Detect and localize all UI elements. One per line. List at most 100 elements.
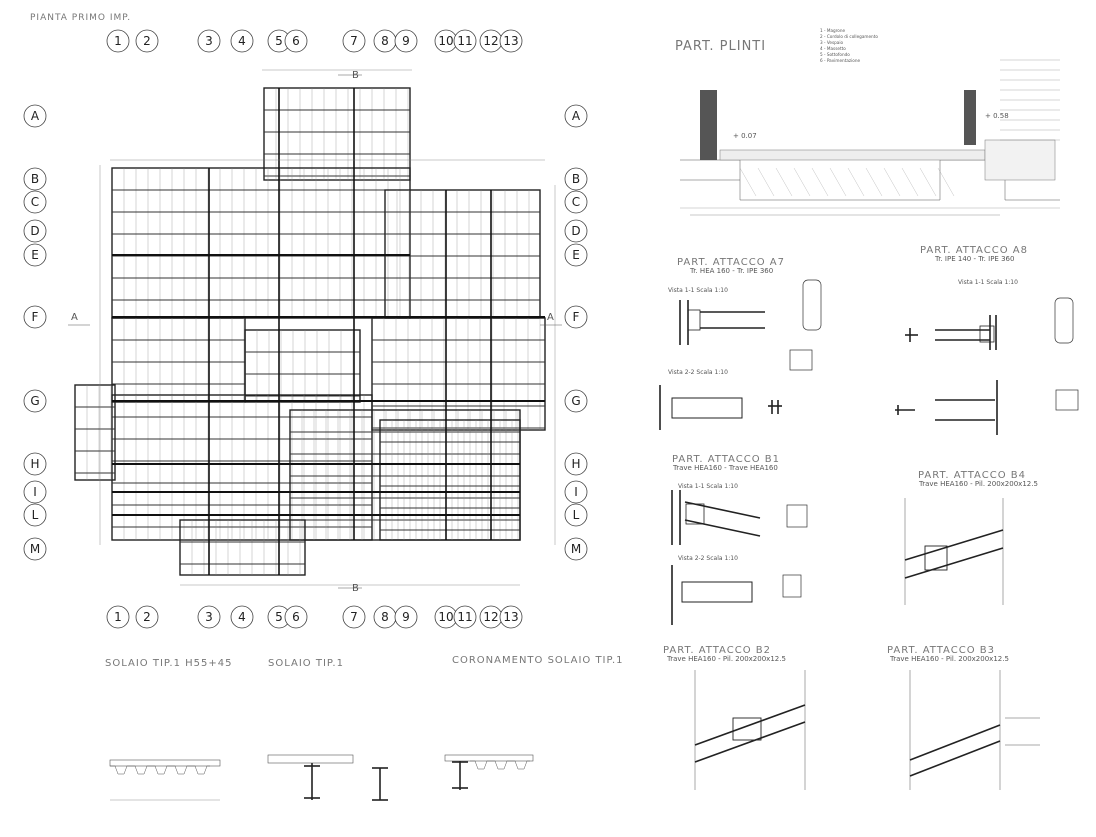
svg-text:SOLAIO TIP.1: SOLAIO TIP.1 xyxy=(268,658,344,669)
row-bubble-G: G xyxy=(564,389,588,413)
svg-text:4: 4 xyxy=(238,34,246,48)
column-bubble-2: 2 xyxy=(135,29,159,53)
column-bubble-9: 9 xyxy=(394,605,418,629)
svg-text:Vista 1-1 Scala 1:10: Vista 1-1 Scala 1:10 xyxy=(678,483,738,490)
svg-text:B: B xyxy=(352,583,359,594)
row-bubble-E: E xyxy=(23,243,47,267)
column-bubble-1: 1 xyxy=(106,605,130,629)
column-bubble-6: 6 xyxy=(284,29,308,53)
column-bubble-8: 8 xyxy=(373,605,397,629)
section-mark-a: A A xyxy=(68,312,562,326)
detail-attacco-b3: PART. ATTACCO B3 Trave HEA160 - Pil. 200… xyxy=(887,645,1040,790)
column-bubble-2: 2 xyxy=(135,605,159,629)
legend-item: 5 - Sottofondo xyxy=(820,52,850,57)
svg-text:B: B xyxy=(352,70,359,81)
column-bubble-1: 1 xyxy=(106,29,130,53)
floor-plan-framing xyxy=(74,69,556,586)
svg-text:5: 5 xyxy=(275,610,283,624)
svg-text:A: A xyxy=(31,109,40,123)
legend-item: 1 - Magrone xyxy=(820,28,846,33)
svg-text:B: B xyxy=(31,172,39,186)
svg-text:3: 3 xyxy=(205,610,213,624)
svg-text:12: 12 xyxy=(483,610,498,624)
svg-text:SOLAIO TIP.1 H55+45: SOLAIO TIP.1 H55+45 xyxy=(105,658,232,669)
legend-item: 6 - Pavimentazione xyxy=(820,58,860,63)
svg-text:PART. ATTACCO B1: PART. ATTACCO B1 xyxy=(672,454,780,465)
svg-text:Trave HEA160 - Pil. 200x200x12: Trave HEA160 - Pil. 200x200x12.5 xyxy=(666,655,786,663)
section-coronamento: CORONAMENTO SOLAIO TIP.1 xyxy=(444,655,624,790)
svg-text:C: C xyxy=(572,195,580,209)
legend-item: 4 - Massetto xyxy=(820,46,846,51)
row-bubble-D: D xyxy=(564,219,588,243)
detail-attacco-a7: PART. ATTACCO A7 Tr. HEA 160 - Tr. IPE 3… xyxy=(659,257,822,430)
row-bubble-E: E xyxy=(564,243,588,267)
column-bubble-11: 11 xyxy=(453,605,477,629)
column-bubble-3: 3 xyxy=(197,29,221,53)
column-bubble-12: 12 xyxy=(479,29,503,53)
row-bubble-F: F xyxy=(564,305,588,329)
svg-text:L: L xyxy=(573,508,580,522)
svg-text:Tr. HEA 160 - Tr. IPE 360: Tr. HEA 160 - Tr. IPE 360 xyxy=(689,267,773,275)
row-bubble-F: F xyxy=(23,305,47,329)
svg-text:11: 11 xyxy=(457,34,472,48)
column-bubble-13: 13 xyxy=(499,605,523,629)
svg-text:Trave HEA160 - Pil. 200x200x12: Trave HEA160 - Pil. 200x200x12.5 xyxy=(889,655,1009,663)
svg-text:E: E xyxy=(31,248,39,262)
svg-text:I: I xyxy=(574,485,578,499)
column-bubble-5: 5 xyxy=(267,605,291,629)
svg-text:I: I xyxy=(33,485,37,499)
row-bubble-H: H xyxy=(23,452,47,476)
svg-text:13: 13 xyxy=(503,34,518,48)
row-bubble-A: A xyxy=(564,104,588,128)
svg-text:A: A xyxy=(572,109,581,123)
svg-text:+ 0.58: + 0.58 xyxy=(985,112,1009,120)
row-bubble-L: L xyxy=(564,503,588,527)
row-bubble-A: A xyxy=(23,104,47,128)
detail-attacco-a8: PART. ATTACCO A8 Tr. IPE 140 - Tr. IPE 3… xyxy=(895,245,1079,435)
svg-text:F: F xyxy=(573,310,580,324)
row-bubble-M: M xyxy=(23,537,47,561)
detail-attacco-b4: PART. ATTACCO B4 Trave HEA160 - Pil. 200… xyxy=(904,470,1038,605)
svg-text:5: 5 xyxy=(275,34,283,48)
column-bubble-12: 12 xyxy=(479,605,503,629)
section-solaio-tip1: SOLAIO TIP.1 xyxy=(267,658,388,801)
svg-text:12: 12 xyxy=(483,34,498,48)
row-bubble-L: L xyxy=(23,503,47,527)
svg-text:D: D xyxy=(571,224,580,238)
column-bubble-11: 11 xyxy=(453,29,477,53)
svg-text:F: F xyxy=(32,310,39,324)
column-bubble-5: 5 xyxy=(267,29,291,53)
svg-text:8: 8 xyxy=(381,610,389,624)
svg-text:CORONAMENTO SOLAIO TIP.1: CORONAMENTO SOLAIO TIP.1 xyxy=(452,655,624,666)
svg-text:10: 10 xyxy=(438,610,453,624)
svg-text:A: A xyxy=(547,312,554,323)
svg-text:G: G xyxy=(30,394,39,408)
row-bubble-B: B xyxy=(564,167,588,191)
svg-text:G: G xyxy=(571,394,580,408)
column-bubble-10: 10 xyxy=(434,605,458,629)
svg-text:PART. ATTACCO A7: PART. ATTACCO A7 xyxy=(677,257,785,268)
column-bubble-10: 10 xyxy=(434,29,458,53)
column-bubble-13: 13 xyxy=(499,29,523,53)
column-bubble-6: 6 xyxy=(284,605,308,629)
svg-text:D: D xyxy=(30,224,39,238)
column-bubble-8: 8 xyxy=(373,29,397,53)
row-bubble-C: C xyxy=(23,190,47,214)
section-mark-b: B B xyxy=(338,70,362,594)
svg-text:9: 9 xyxy=(402,34,410,48)
svg-text:11: 11 xyxy=(457,610,472,624)
svg-text:Trave HEA160 - Pil. 200x200x12: Trave HEA160 - Pil. 200x200x12.5 xyxy=(918,480,1038,488)
svg-text:7: 7 xyxy=(350,34,358,48)
svg-text:13: 13 xyxy=(503,610,518,624)
svg-text:L: L xyxy=(32,508,39,522)
svg-text:2: 2 xyxy=(143,34,151,48)
svg-text:Tr. IPE 140 - Tr. IPE 360: Tr. IPE 140 - Tr. IPE 360 xyxy=(934,255,1014,263)
svg-text:10: 10 xyxy=(438,34,453,48)
svg-text:Vista 2-2 Scala 1:10: Vista 2-2 Scala 1:10 xyxy=(678,555,738,562)
svg-text:M: M xyxy=(30,542,40,556)
svg-text:Trave HEA160 - Trave HEA160: Trave HEA160 - Trave HEA160 xyxy=(672,464,778,472)
